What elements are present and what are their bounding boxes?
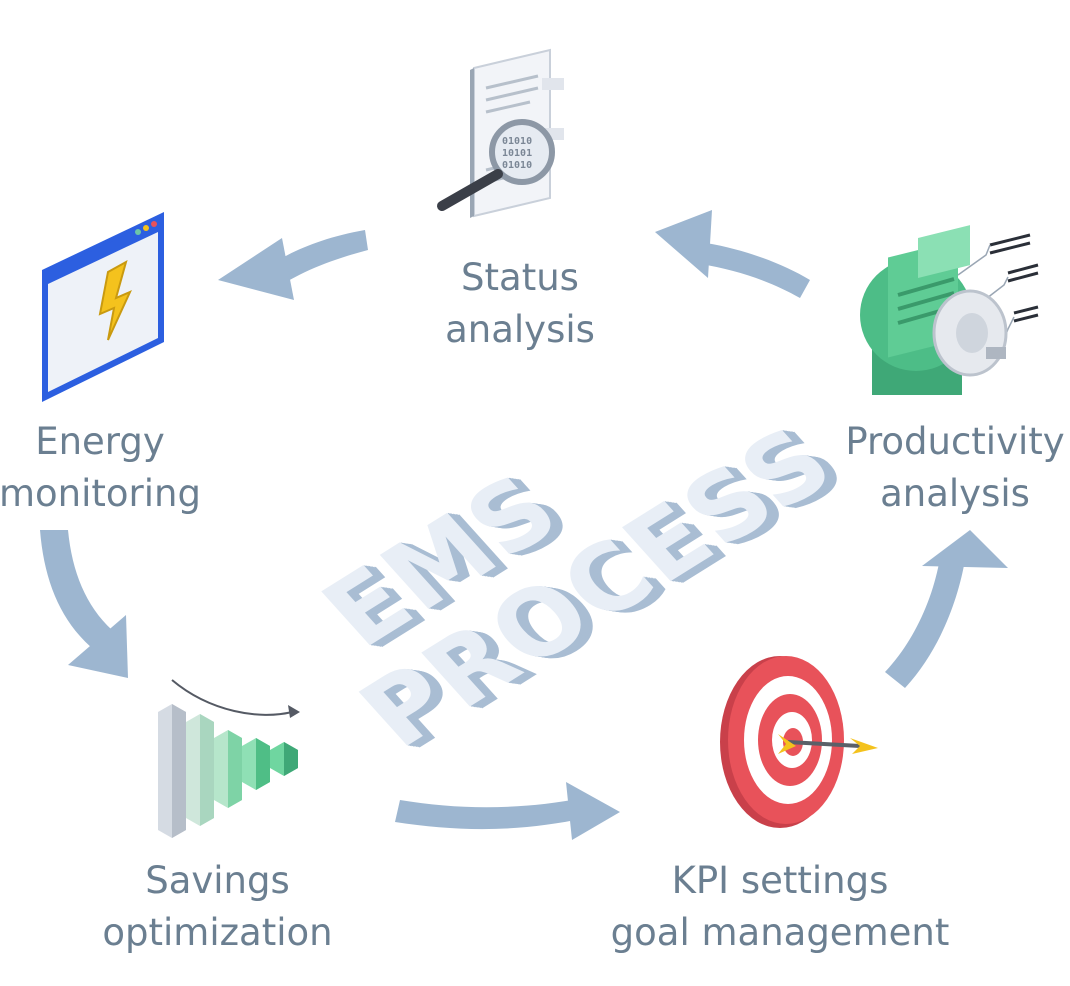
arrow-energy-to-savings — [40, 530, 112, 648]
svg-text:01010: 01010 — [502, 136, 532, 147]
step-label-energy: Energy monitoring — [0, 416, 205, 520]
arrow-status-to-energy-head — [218, 238, 294, 300]
arrow-kpi-to-productivity — [885, 558, 965, 688]
svg-text:01010: 01010 — [502, 160, 532, 171]
step-status-line-1: Status — [461, 256, 579, 299]
step-label-status: Status analysis — [395, 252, 645, 356]
step-label-kpi: KPI settings goal management — [595, 855, 965, 959]
motor-icon — [860, 225, 1039, 395]
step-productivity-line-1: Productivity — [845, 420, 1065, 463]
arrow-energy-to-savings-head — [68, 615, 128, 678]
step-savings-line-1: Savings — [145, 859, 290, 902]
step-energy-line-1: Energy — [35, 420, 165, 463]
arrow-productivity-to-status — [700, 242, 810, 298]
bar-growth-icon — [158, 679, 300, 838]
step-label-savings: Savings optimization — [95, 855, 340, 959]
arrow-savings-to-kpi-head — [566, 782, 620, 840]
step-savings-line-2: optimization — [102, 911, 333, 954]
magnifier-document-icon: 01010 10101 01010 — [437, 48, 564, 218]
arrow-savings-to-kpi — [395, 798, 585, 830]
monitor-lightning-icon — [42, 212, 164, 402]
step-label-productivity: Productivity analysis — [835, 416, 1070, 520]
step-productivity-line-2: analysis — [880, 472, 1030, 515]
step-kpi-line-1: KPI settings — [671, 859, 889, 902]
target-arrow-icon — [720, 656, 878, 828]
step-energy-line-2: monitoring — [0, 472, 201, 515]
arrow-productivity-to-status-head — [655, 210, 712, 278]
arrow-kpi-to-productivity-head — [922, 530, 1008, 568]
step-kpi-line-2: goal management — [610, 911, 950, 954]
arrow-status-to-energy — [265, 230, 368, 292]
svg-text:10101: 10101 — [502, 148, 532, 159]
step-status-line-2: analysis — [445, 308, 595, 351]
